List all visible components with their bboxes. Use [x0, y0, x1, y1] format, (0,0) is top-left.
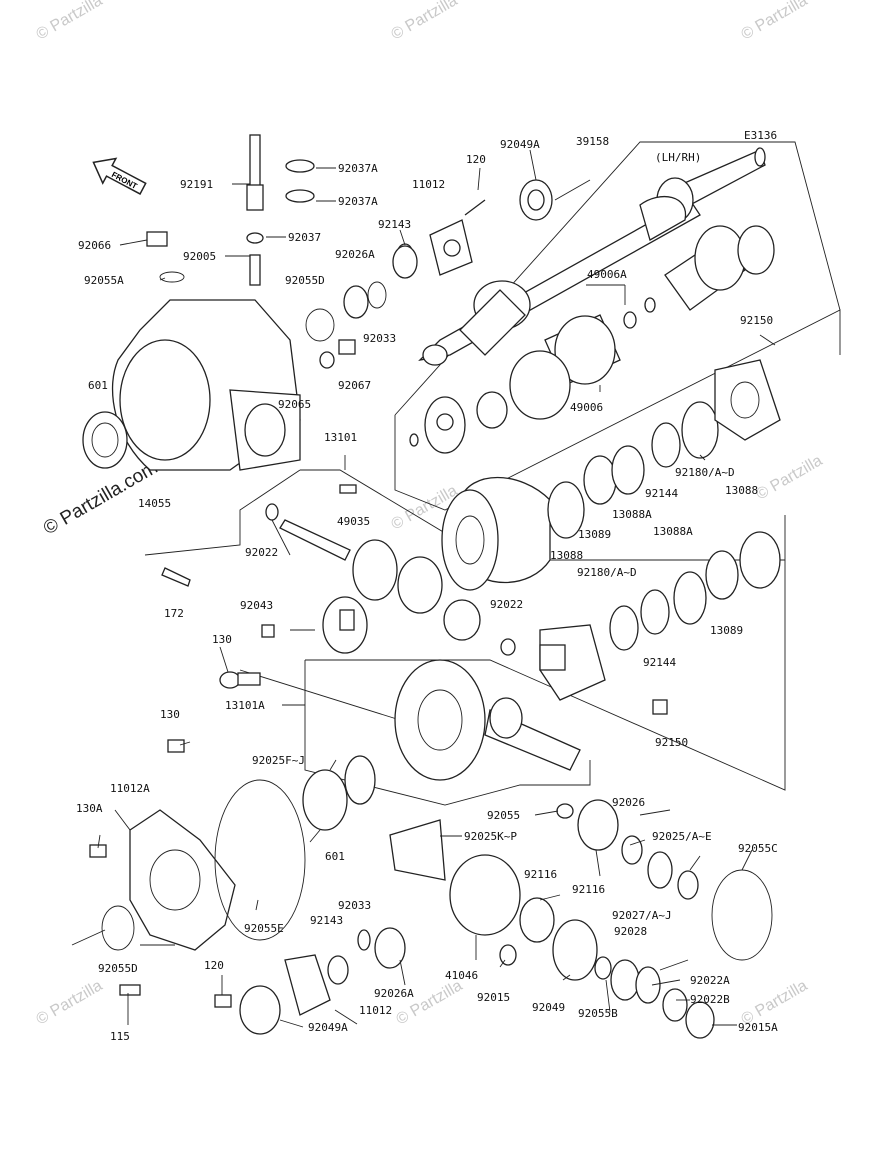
watermark: © Partzilla	[754, 452, 826, 503]
part-label: 92027/A~J	[612, 909, 672, 922]
part-label: 130A	[76, 802, 103, 815]
ref-code: E3136	[744, 129, 777, 142]
part-label: 92022	[245, 546, 278, 559]
part-label: 92025/A~E	[652, 830, 712, 843]
part-label: 92005	[183, 250, 216, 263]
part-label: 92055C	[738, 842, 778, 855]
part-label: 92037	[288, 231, 321, 244]
watermark: © Partzilla	[389, 0, 461, 43]
part-label: 120	[204, 959, 224, 972]
part-label: 13088	[725, 484, 758, 497]
part-label: 92065	[278, 398, 311, 411]
part-label: 130	[160, 708, 180, 721]
part-label: 92043	[240, 599, 273, 612]
part-label: 92055	[487, 809, 520, 822]
part-label: 92055D	[98, 962, 138, 975]
part-label: 41046	[445, 969, 478, 982]
part-label: 601	[325, 850, 345, 863]
lh-rh-label: (LH/RH)	[655, 151, 701, 164]
part-label: 92026A	[335, 248, 375, 261]
part-label: 13101A	[225, 699, 265, 712]
part-label: 92143	[378, 218, 411, 231]
part-label: 92143	[310, 914, 343, 927]
part-label: 13088A	[653, 525, 693, 538]
differential-internals	[161, 359, 781, 781]
part-label: 92026	[612, 796, 645, 809]
part-label: 92055E	[244, 922, 284, 935]
part-label: 92144	[645, 487, 678, 500]
part-label: 92116	[572, 883, 605, 896]
part-label: 92015	[477, 991, 510, 1004]
part-label: 92055D	[285, 274, 325, 287]
part-label: 92191	[180, 178, 213, 191]
part-label: 39158	[576, 135, 609, 148]
part-label: 92049A	[500, 138, 540, 151]
front-arrow-icon: FRONT	[92, 157, 147, 195]
differential-housing	[82, 134, 418, 471]
part-label: 92025K~P	[464, 830, 517, 843]
part-label: 11012A	[110, 782, 150, 795]
part-label: 92022	[490, 598, 523, 611]
part-label: 13101	[324, 431, 357, 444]
part-label: 13088	[550, 549, 583, 562]
part-label: 92028	[614, 925, 647, 938]
part-label: 92144	[643, 656, 676, 669]
part-label: 92049	[532, 1001, 565, 1014]
part-label: 92022A	[690, 974, 730, 987]
part-label: 92066	[78, 239, 111, 252]
part-label: 92180/A~D	[675, 466, 735, 479]
watermark: © Partzilla	[34, 0, 106, 43]
part-label: 92015A	[738, 1021, 778, 1034]
part-label: 92055A	[84, 274, 124, 287]
part-label: 13089	[710, 624, 743, 637]
leader-lines	[71, 149, 776, 1028]
part-label: 601	[88, 379, 108, 392]
watermark: © Partzilla	[739, 0, 811, 43]
part-label: 92033	[363, 332, 396, 345]
part-label: 92055B	[578, 1007, 618, 1020]
watermark: © Partzilla	[34, 977, 106, 1028]
part-label: 13088A	[612, 508, 652, 521]
part-label: 115	[110, 1030, 130, 1043]
lower-assembly	[89, 739, 773, 1039]
part-label: 120	[466, 153, 486, 166]
part-label: 13089	[578, 528, 611, 541]
part-label: 49006A	[587, 268, 627, 281]
part-label: 92025F~J	[252, 754, 305, 767]
part-label: 14055	[138, 497, 171, 510]
drive-shaft-assembly	[396, 147, 775, 454]
part-label: 92026A	[374, 987, 414, 1000]
part-label: 92067	[338, 379, 371, 392]
part-label: 92022B	[690, 993, 730, 1006]
part-label: 172	[164, 607, 184, 620]
part-label: 92150	[740, 314, 773, 327]
part-label: 92037A	[338, 162, 378, 175]
part-label: 49035	[337, 515, 370, 528]
part-label: 92037A	[338, 195, 378, 208]
part-label: 92180/A~D	[577, 566, 637, 579]
part-label: 11012	[412, 178, 445, 191]
part-label: 92116	[524, 868, 557, 881]
part-label: 92049A	[308, 1021, 348, 1034]
watermark: © Partzilla	[394, 977, 466, 1028]
part-label: 11012	[359, 1004, 392, 1017]
part-label: 92033	[338, 899, 371, 912]
part-label: 49006	[570, 401, 603, 414]
part-label: 130	[212, 633, 232, 646]
part-labels: 92191 92037A 92037A 92037 92066 92005 92…	[76, 135, 778, 1043]
part-label: 92150	[655, 736, 688, 749]
